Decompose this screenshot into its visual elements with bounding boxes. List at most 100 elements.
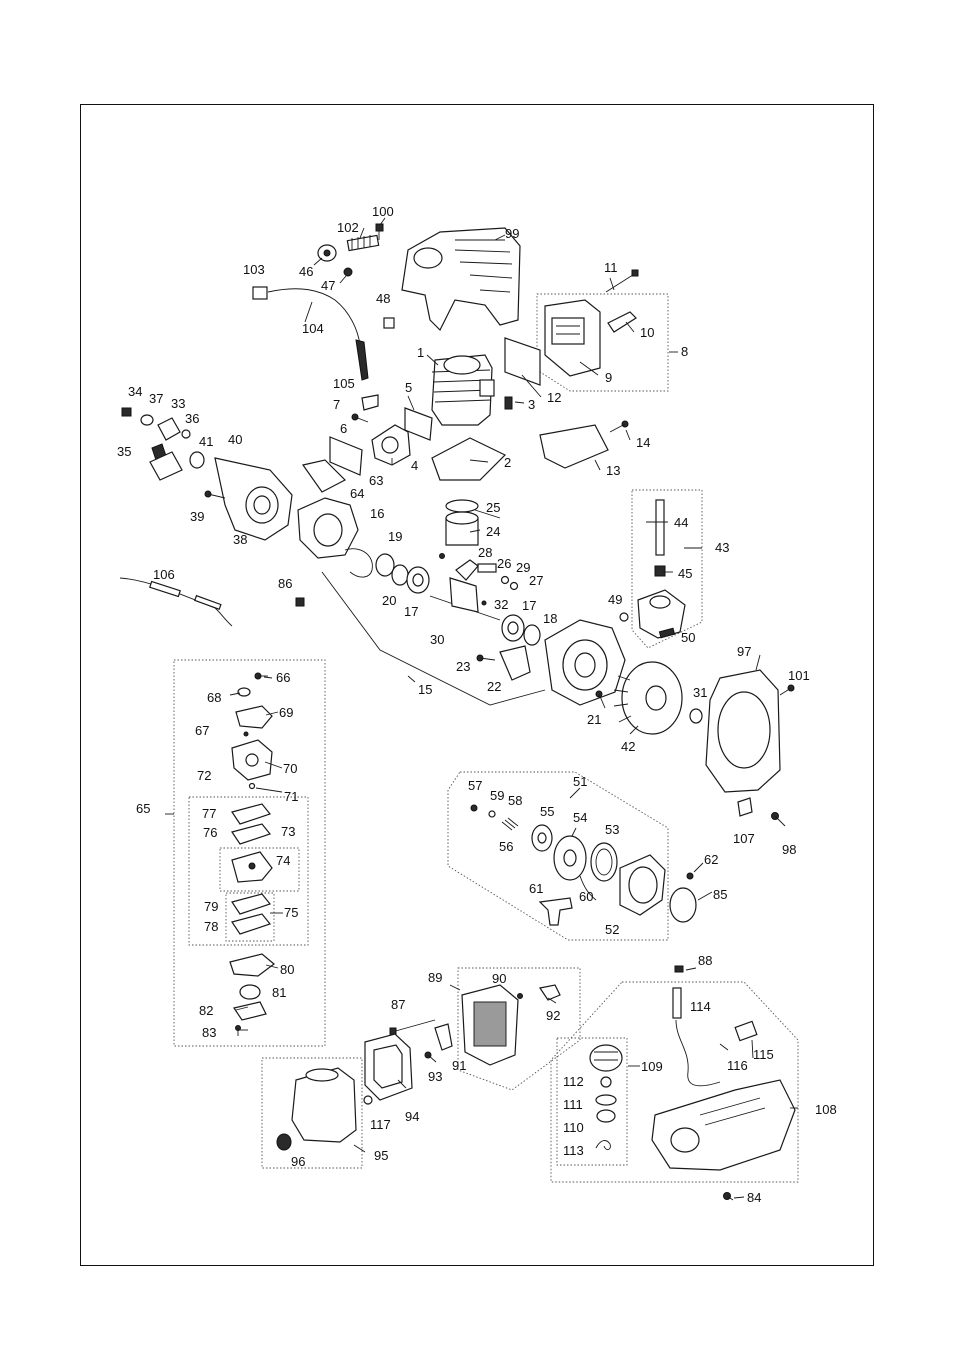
- label-57: 57: [468, 778, 482, 793]
- label-1: 1: [417, 345, 424, 360]
- label-7: 7: [333, 397, 340, 412]
- part-nut-41: [189, 451, 205, 469]
- label-82: 82: [199, 1003, 213, 1018]
- part-elbow-92: [539, 984, 561, 1001]
- part-stop-switch: [252, 286, 268, 300]
- label-79: 79: [204, 899, 218, 914]
- label-13: 13: [606, 463, 620, 478]
- label-52: 52: [605, 922, 619, 937]
- label-41: 41: [199, 434, 213, 449]
- label-8: 8: [681, 344, 688, 359]
- part-insulator-5: [404, 407, 433, 441]
- label-55: 55: [540, 804, 554, 819]
- part-screw-100: [375, 223, 384, 240]
- part-carb-81: [239, 984, 261, 1000]
- part-screw-3: [504, 396, 513, 410]
- part-clip-116: [719, 1043, 729, 1051]
- label-100: 100: [372, 204, 394, 219]
- group-box-73: [219, 847, 300, 892]
- label-70: 70: [283, 761, 297, 776]
- group-box-72: [188, 796, 309, 946]
- part-bolt-11: [605, 269, 639, 293]
- part-gasket-64: [301, 459, 347, 493]
- label-14: 14: [636, 435, 650, 450]
- label-48: 48: [376, 291, 390, 306]
- label-85: 85: [713, 887, 727, 902]
- label-12: 12: [547, 390, 561, 405]
- label-69: 69: [279, 705, 293, 720]
- label-49: 49: [608, 592, 622, 607]
- part-intake-flange: [371, 424, 411, 466]
- part-screw-98: [771, 812, 786, 827]
- label-17a: 17: [404, 604, 418, 619]
- part-carb-78: [231, 913, 272, 935]
- label-59: 59: [490, 788, 504, 803]
- part-cap-110: [596, 1109, 616, 1123]
- label-56: 56: [499, 839, 513, 854]
- label-65: 65: [136, 801, 150, 816]
- label-62: 62: [704, 852, 718, 867]
- group-box-65: [173, 659, 326, 1047]
- label-77: 77: [202, 806, 216, 821]
- label-50: 50: [681, 630, 695, 645]
- label-88: 88: [698, 953, 712, 968]
- label-64: 64: [350, 486, 364, 501]
- part-ignition-coil: [637, 589, 686, 639]
- label-29: 29: [516, 560, 530, 575]
- label-45: 45: [678, 566, 692, 581]
- part-plate-22: [499, 645, 531, 681]
- part-carb-67: [243, 731, 249, 737]
- label-116: 116: [727, 1058, 748, 1073]
- part-carb-71: [248, 782, 256, 790]
- label-108: 108: [815, 1102, 837, 1117]
- group-box-51: [447, 771, 669, 941]
- part-clutch-housing-38: [214, 457, 293, 541]
- part-washer-49: [619, 612, 629, 622]
- label-20: 20: [382, 593, 396, 608]
- label-94: 94: [405, 1109, 419, 1124]
- label-19: 19: [388, 529, 402, 544]
- group-box-43: [631, 489, 703, 649]
- label-76: 76: [203, 825, 217, 840]
- part-fan-cover-97: [705, 669, 781, 793]
- label-5: 5: [405, 380, 412, 395]
- part-carb-74: [231, 851, 273, 883]
- label-40: 40: [228, 432, 242, 447]
- part-key-32: [481, 600, 487, 606]
- part-clip-27: [509, 581, 519, 591]
- label-39: 39: [190, 509, 204, 524]
- part-wire-104: [267, 288, 367, 379]
- part-clip-88: [674, 965, 684, 973]
- part-handle-61: [538, 897, 573, 926]
- part-crankcase-left: [297, 497, 359, 559]
- part-clutch-shoe: [149, 451, 183, 481]
- part-carb-76: [231, 823, 272, 845]
- part-pawl-55: [531, 824, 553, 852]
- label-67: 67: [195, 723, 209, 738]
- part-spring-53: [590, 842, 618, 882]
- part-screw-84: [723, 1192, 734, 1201]
- label-87: 87: [391, 997, 405, 1012]
- part-starter-59: [488, 810, 496, 818]
- label-31: 31: [693, 685, 707, 700]
- label-2: 2: [504, 455, 511, 470]
- label-96: 96: [291, 1154, 305, 1169]
- part-reel-54: [553, 835, 587, 881]
- label-10: 10: [640, 325, 654, 340]
- label-3: 3: [528, 397, 535, 412]
- part-air-cleaner-base: [461, 984, 519, 1066]
- part-cap-111: [595, 1094, 617, 1106]
- label-106: 106: [153, 567, 175, 582]
- part-pin-26: [477, 563, 497, 573]
- label-28: 28: [478, 545, 492, 560]
- part-carb-screw-83: [235, 1025, 241, 1036]
- group-boxes: [173, 293, 799, 1183]
- label-54: 54: [573, 810, 587, 825]
- label-72: 72: [197, 768, 211, 783]
- label-51: 51: [573, 774, 587, 789]
- label-104: 104: [302, 321, 324, 336]
- part-labels: 1 2 3 4 5 6 7 8 9 10 11 12 13 14 15 16 1…: [117, 204, 837, 1205]
- label-109: 109: [641, 1059, 663, 1074]
- part-carb-68: [237, 687, 251, 697]
- part-nut-86: [295, 597, 305, 607]
